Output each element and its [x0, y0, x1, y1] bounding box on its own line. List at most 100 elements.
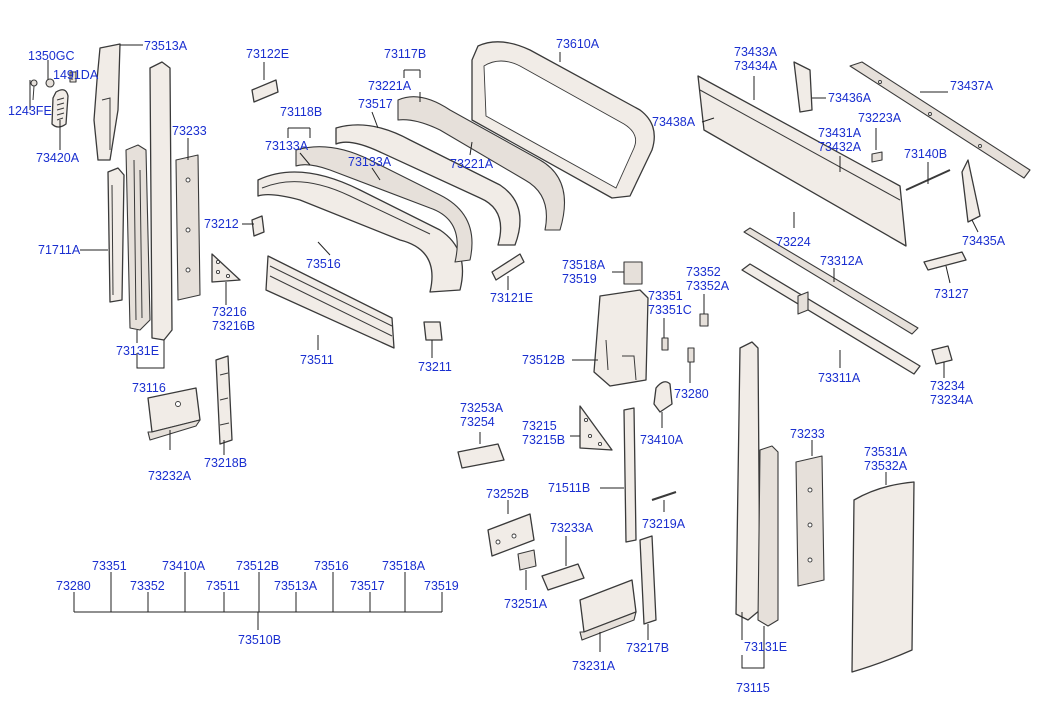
label-73516: 73516 — [306, 257, 341, 271]
part-73531A-rear-panel — [851, 481, 915, 673]
label-73117B: 73117B — [384, 47, 426, 61]
part-73217B-strip — [639, 535, 657, 625]
assembly-top-1: 73351 — [92, 559, 127, 573]
label-73352A: 73352A — [686, 279, 730, 293]
label-73218B: 73218B — [204, 456, 247, 470]
part-73420A-grille — [51, 89, 69, 128]
assembly-top-5: 73518A — [382, 559, 426, 573]
assembly-tree-73510B: 73351 73410A 73512B 73516 73518A 73280 7… — [56, 559, 459, 647]
label-73140B: 73140B — [904, 147, 947, 161]
assembly-bottom-6: 73519 — [424, 579, 459, 593]
label-73216: 73216 — [212, 305, 247, 319]
label-73512B: 73512B — [522, 353, 565, 367]
label-73435A: 73435A — [962, 234, 1006, 248]
label-73133A-b: 73133A — [348, 155, 392, 169]
label-73221A-top: 73221A — [368, 79, 412, 93]
part-73311A-beam — [741, 263, 921, 375]
part-73251A-plate — [517, 549, 537, 571]
part-73436A-bracket — [793, 61, 813, 113]
assembly-group-label: 73510B — [238, 633, 281, 647]
label-73233A: 73233A — [550, 521, 594, 535]
part-73435A-gusset — [961, 159, 981, 223]
label-71711A: 71711A — [38, 243, 81, 257]
label-73223A: 73223A — [858, 111, 902, 125]
part-73127-clip — [923, 251, 967, 271]
label-73121E: 73121E — [490, 291, 533, 305]
label-73252B: 73252B — [486, 487, 529, 501]
label-73531A: 73531A — [864, 445, 908, 459]
part-73219A-pin — [651, 491, 677, 501]
part-73516-wheel-arch — [257, 171, 464, 293]
label-73433A: 73433A — [734, 45, 778, 59]
label-73311A: 73311A — [818, 371, 861, 385]
label-73215B: 73215B — [522, 433, 565, 447]
part-73518A-patch — [623, 261, 643, 285]
part-73215-gusset — [579, 405, 613, 451]
label-71511B: 71511B — [548, 481, 590, 495]
part-73122E-clip — [251, 79, 279, 103]
label-73517: 73517 — [358, 97, 393, 111]
assembly-bottom-4: 73513A — [274, 579, 318, 593]
part-73233-left-plate — [175, 154, 201, 301]
part-73115-right-pillar — [735, 341, 779, 627]
label-73122E: 73122E — [246, 47, 289, 61]
part-73221A-arch-mid — [397, 96, 566, 231]
label-73254: 73254 — [460, 415, 495, 429]
part-73233A-bracket — [541, 563, 585, 591]
part-73438A-roof-header — [697, 75, 907, 247]
part-73116-left-pillar — [125, 61, 173, 341]
label-73131E-left: 73131E — [116, 344, 159, 358]
label-73118B: 73118B — [280, 105, 322, 119]
part-73232A-bracket — [147, 387, 201, 441]
leader-lines — [29, 44, 979, 669]
label-73217B: 73217B — [626, 641, 669, 655]
label-73127: 73127 — [934, 287, 969, 301]
label-73312A: 73312A — [820, 254, 864, 268]
label-1243FE: 1243FE — [8, 104, 52, 118]
label-73432A: 73432A — [818, 140, 862, 154]
assembly-top-2: 73410A — [162, 559, 206, 573]
label-73212: 73212 — [204, 217, 239, 231]
label-73133A-a: 73133A — [265, 139, 309, 153]
label-73351: 73351 — [648, 289, 683, 303]
label-73216B: 73216B — [212, 319, 255, 333]
part-73252B-bracket — [487, 513, 535, 557]
part-73253A-block — [457, 443, 505, 469]
callout-labels: 1350GC 1491DA 1243FE 73420A 73513A 73233… — [8, 37, 1006, 695]
label-73352: 73352 — [686, 265, 721, 279]
part-73512B-corner-trim — [593, 289, 649, 387]
part-73233-right-plate — [795, 455, 825, 587]
label-73234A: 73234A — [930, 393, 974, 407]
part-73218B-strip — [215, 355, 233, 445]
part-73231A-bracket — [579, 579, 637, 641]
label-1491DA: 1491DA — [53, 68, 99, 82]
part-73513A-corner-panel — [93, 43, 121, 161]
label-73410A: 73410A — [640, 433, 684, 447]
label-73233-left: 73233 — [172, 124, 207, 138]
label-73221A-mid: 73221A — [450, 157, 494, 171]
part-73410A-cap — [653, 381, 673, 413]
label-73420A: 73420A — [36, 151, 80, 165]
label-73610A: 73610A — [556, 37, 600, 51]
assembly-top-3: 73512B — [236, 559, 279, 573]
label-73116: 73116 — [132, 381, 166, 395]
assembly-bottom-2: 73352 — [130, 579, 165, 593]
part-71511B-post — [623, 407, 637, 543]
label-73511: 73511 — [300, 353, 334, 367]
label-73513A: 73513A — [144, 39, 188, 53]
assembly-top-4: 73516 — [314, 559, 349, 573]
label-73434A: 73434A — [734, 59, 778, 73]
label-73231A: 73231A — [572, 659, 616, 673]
label-1350GC: 1350GC — [28, 49, 75, 63]
part-73212-clip — [251, 215, 265, 237]
assembly-bottom-5: 73517 — [350, 579, 385, 593]
label-73436A: 73436A — [828, 91, 872, 105]
label-73519: 73519 — [562, 272, 597, 286]
label-73251A: 73251A — [504, 597, 548, 611]
part-73312A-beam — [743, 227, 919, 335]
part-73351-73352-clips — [661, 313, 709, 363]
label-73431A: 73431A — [818, 126, 862, 140]
part-fasteners-1350GC-1243FE — [30, 71, 77, 101]
part-73234-bracket — [931, 345, 953, 365]
